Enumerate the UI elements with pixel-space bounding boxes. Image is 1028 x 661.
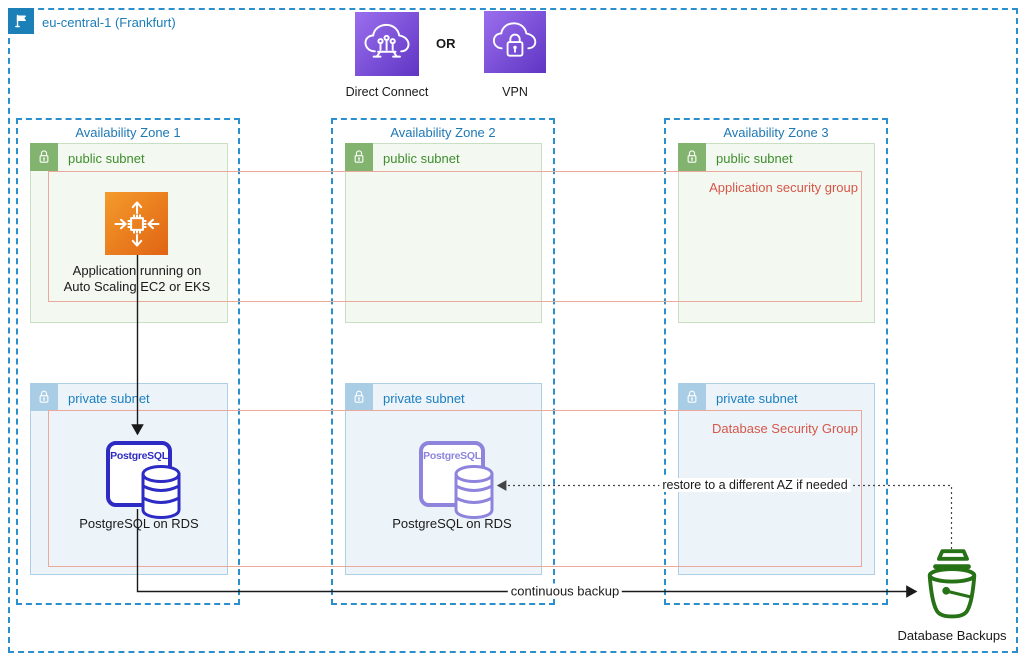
public-subnet-label: public subnet <box>68 151 145 166</box>
private-subnet-label: private subnet <box>68 391 150 406</box>
az2-title: Availability Zone 2 <box>390 125 496 140</box>
private-subnet-label: private subnet <box>716 391 798 406</box>
private-subnet-label: private subnet <box>383 391 465 406</box>
region-label: eu-central-1 (Frankfurt) <box>42 15 176 30</box>
direct-connect-cloud-icon <box>355 12 419 76</box>
app-node-label: Application running on Auto Scaling EC2 … <box>57 263 217 295</box>
public-subnet-az3: public subnet <box>678 143 875 323</box>
restore-label: restore to a different AZ if needed <box>659 478 851 492</box>
public-subnet-az2: public subnet <box>345 143 542 323</box>
application-security-group-boundary <box>48 171 862 302</box>
or-label: OR <box>436 36 456 51</box>
direct-connect-label: Direct Connect <box>345 85 429 99</box>
availability-zone-1: Availability Zone 1 <box>16 118 240 605</box>
open-padlock-icon <box>30 143 58 171</box>
vpn-label: VPN <box>502 85 528 99</box>
rds-standby-label: PostgreSQL on RDS <box>392 516 512 531</box>
region-box <box>8 8 1018 653</box>
vpn-cloud-lock-icon <box>484 11 546 73</box>
database-security-group-label: Database Security Group <box>712 421 858 436</box>
flag-icon <box>8 8 34 34</box>
availability-zone-2: Availability Zone 2 <box>331 118 555 605</box>
backup-bucket-icon <box>927 549 977 619</box>
az1-title: Availability Zone 1 <box>75 125 181 140</box>
open-padlock-icon <box>678 143 706 171</box>
app-node-label-line2: Auto Scaling EC2 or EKS <box>63 279 211 294</box>
application-security-group-label: Application security group <box>709 180 858 195</box>
closed-padlock-icon <box>678 383 706 411</box>
app-node-label-line1: Application running on <box>72 263 202 278</box>
postgresql-logo-text: PostgreSQL <box>423 450 481 462</box>
open-padlock-icon <box>345 143 373 171</box>
closed-padlock-icon <box>30 383 58 411</box>
postgresql-logo-text: PostgreSQL <box>110 450 168 462</box>
database-cylinder-icon <box>141 464 181 520</box>
public-subnet-label: public subnet <box>716 151 793 166</box>
ec2-auto-scaling-icon <box>105 192 168 255</box>
closed-padlock-icon <box>345 383 373 411</box>
az3-title: Availability Zone 3 <box>723 125 829 140</box>
availability-zone-3: Availability Zone 3 <box>664 118 888 605</box>
continuous-backup-label: continuous backup <box>507 583 623 599</box>
rds-primary-label: PostgreSQL on RDS <box>79 516 199 531</box>
database-cylinder-icon <box>454 464 494 520</box>
backup-bucket-label: Database Backups <box>897 628 1007 643</box>
public-subnet-label: public subnet <box>383 151 460 166</box>
